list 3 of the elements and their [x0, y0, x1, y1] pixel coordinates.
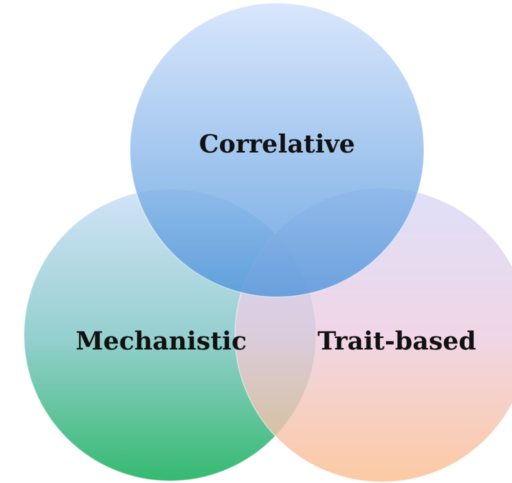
circle-label: Trait-based	[317, 326, 476, 356]
circle-label: Mechanistic	[76, 326, 247, 356]
circle-label: Correlative	[199, 130, 355, 159]
